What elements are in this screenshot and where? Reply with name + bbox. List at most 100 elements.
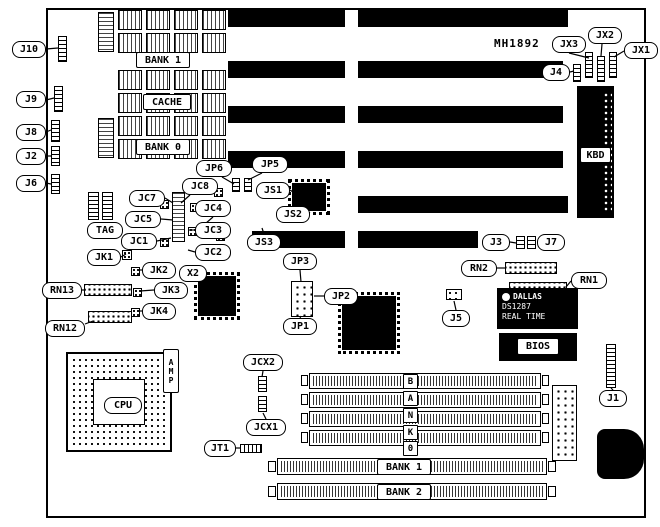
callout-jc7: JC7 — [129, 190, 165, 207]
callout-jp2: JP2 — [324, 288, 358, 305]
jk3-jumper — [133, 288, 142, 297]
callout-jp3: JP3 — [283, 253, 317, 270]
callout-x2: X2 — [179, 265, 207, 282]
simm-end-cap — [301, 432, 308, 443]
label-bank1-top: BANK 1 — [136, 52, 190, 68]
label-cache: CACHE — [143, 94, 191, 110]
rn2-network — [505, 262, 557, 274]
callout-j1: J1 — [599, 390, 627, 407]
simm-end-cap — [268, 486, 276, 497]
callout-jx2: JX2 — [588, 27, 622, 44]
callout-rn1: RN1 — [571, 272, 607, 289]
simm-socket — [309, 392, 541, 408]
j4-connector — [573, 64, 581, 82]
callout-kbd: KBD — [580, 147, 611, 163]
dallas-type: REAL TIME — [502, 312, 546, 321]
simm-end-cap — [542, 375, 549, 386]
j10-connector — [58, 36, 67, 62]
jp6-header — [232, 178, 240, 192]
callout-j7: J7 — [537, 234, 565, 251]
callout-jc8: JC8 — [182, 178, 218, 195]
simm-end-cap — [301, 413, 308, 424]
callout-js3: JS3 — [247, 234, 281, 251]
j6-connector — [51, 174, 60, 194]
bank0-letter: K — [403, 425, 418, 440]
callout-jcx2: JCX2 — [243, 354, 283, 371]
simm-end-cap — [548, 486, 556, 497]
dip-chip — [118, 116, 142, 136]
dallas-model: DS1287 — [502, 302, 531, 311]
j2-connector — [51, 146, 60, 166]
callout-j10: J10 — [12, 41, 46, 58]
dip-chip — [202, 10, 226, 30]
callout-rn13: RN13 — [42, 282, 82, 299]
power-connector — [552, 385, 577, 461]
label-bank1-bottom: BANK 1 — [377, 459, 431, 475]
bank0-letter: B — [403, 374, 418, 389]
dip-chip — [174, 10, 198, 30]
jk4-jumper — [131, 308, 140, 317]
bank0-letter: N — [403, 408, 418, 423]
part-number: MH1892 — [494, 37, 540, 50]
tag-sram-chip — [102, 192, 113, 220]
jx2-connector — [597, 56, 605, 82]
isa-slot-segment — [358, 231, 478, 248]
rn12-network — [88, 311, 132, 323]
isa-slot-segment — [228, 10, 345, 27]
callout-j6: J6 — [16, 175, 46, 192]
dallas-logo-icon — [502, 293, 510, 301]
dip-chip — [174, 33, 198, 53]
tag-sram-chip — [88, 192, 99, 220]
jumper-block — [160, 238, 169, 247]
callout-rn2: RN2 — [461, 260, 497, 277]
isa-slot-segment — [358, 61, 563, 78]
dip-chip — [98, 118, 114, 158]
isa-slot-segment — [358, 151, 563, 168]
callout-j9: J9 — [16, 91, 46, 108]
dip-chip — [98, 12, 114, 52]
callout-js1: JS1 — [256, 182, 290, 199]
callout-j3: J3 — [482, 234, 510, 251]
din-keyboard-port — [597, 429, 644, 479]
jk2-jumper — [131, 267, 140, 276]
isa-slot-segment — [358, 10, 568, 27]
x2-chip — [194, 272, 240, 320]
callout-jk3: JK3 — [154, 282, 188, 299]
isa-slot-segment — [358, 106, 563, 123]
callout-amp: AMP — [163, 349, 179, 393]
callout-jc4: JC4 — [195, 200, 231, 217]
rn13-network — [84, 284, 132, 296]
label-bank0-top: BANK 0 — [136, 139, 190, 155]
dip-chip — [202, 116, 226, 136]
j3-connector — [516, 236, 525, 249]
callout-jk2: JK2 — [142, 262, 176, 279]
dallas-brand: DALLAS — [513, 292, 542, 301]
label-bank2-bottom: BANK 2 — [377, 484, 431, 500]
callout-j4: J4 — [542, 64, 570, 81]
callout-jc2: JC2 — [195, 244, 231, 261]
callout-bios: BIOS — [517, 338, 559, 355]
dip-chip — [202, 33, 226, 53]
callout-tag: TAG — [87, 222, 123, 239]
dip-chip — [118, 10, 142, 30]
dip-chip — [118, 70, 142, 90]
callout-jp5: JP5 — [252, 156, 288, 173]
callout-j2: J2 — [16, 148, 46, 165]
dip-chip — [118, 33, 142, 53]
simm-socket — [309, 411, 541, 427]
dip-chip — [146, 33, 170, 53]
dip-chip — [146, 10, 170, 30]
callout-jp1: JP1 — [283, 318, 317, 335]
simm-end-cap — [301, 394, 308, 405]
j1-connector — [606, 344, 616, 388]
dip-chip — [146, 116, 170, 136]
callout-jk1: JK1 — [87, 249, 121, 266]
isa-slot-segment — [228, 106, 345, 123]
dip-chip — [146, 70, 170, 90]
callout-rn12: RN12 — [45, 320, 85, 337]
callout-cpu: CPU — [104, 397, 142, 414]
callout-jp6: JP6 — [196, 160, 232, 177]
j7-connector — [527, 236, 536, 249]
simm-end-cap — [542, 413, 549, 424]
